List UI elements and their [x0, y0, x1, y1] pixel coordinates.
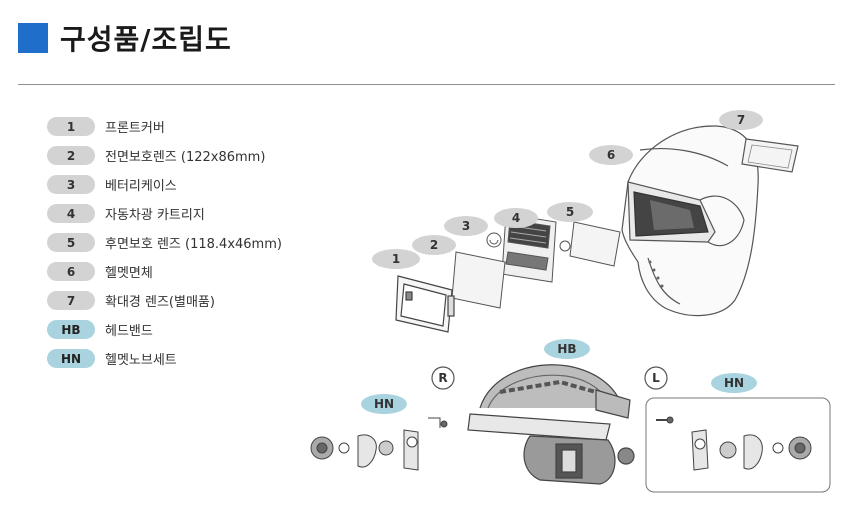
left-side-marker: L [644, 366, 668, 390]
svg-text:2: 2 [430, 238, 438, 252]
callout-6: 6 [589, 145, 633, 165]
callout-hn-left: HN [711, 373, 757, 393]
callout-4: 4 [494, 208, 538, 228]
legend-item: 7 확대경 렌즈(별매품) [47, 286, 282, 315]
callout-2: 2 [412, 235, 456, 255]
svg-text:5: 5 [566, 205, 574, 219]
svg-text:1: 1 [392, 252, 400, 266]
callout-3: 3 [444, 216, 488, 236]
svg-text:3: 3 [462, 219, 470, 233]
legend-item: 5 후면보호 렌즈 (118.4x46mm) [47, 228, 282, 257]
part-number-badge: 6 [47, 262, 95, 281]
part-number-badge: 3 [47, 175, 95, 194]
svg-text:HN: HN [724, 376, 744, 390]
rear-lens [569, 221, 621, 267]
right-side-marker: R [431, 366, 455, 390]
legend-item: 3 베터리케이스 [47, 170, 282, 199]
part-label: 자동차광 카트리지 [105, 208, 205, 223]
page-title: 구성품/조립도 [60, 23, 232, 56]
part-label: 후면보호 렌즈 (118.4x46mm) [105, 237, 282, 252]
part-code-badge: HN [47, 349, 95, 368]
part-number-badge: 5 [47, 233, 95, 252]
knob-set-right [310, 417, 448, 471]
parts-legend: 1 프론트커버 2 전면보호렌즈 (122x86mm) 3 베터리케이스 4 자… [47, 112, 282, 373]
adf-cartridge [501, 213, 557, 283]
title-square-icon [18, 23, 48, 53]
part-label: 프론트커버 [105, 121, 165, 136]
part-number-badge: 4 [47, 204, 95, 223]
svg-text:L: L [652, 371, 660, 385]
part-number-badge: 1 [47, 117, 95, 136]
legend-item: 6 헬멧면체 [47, 257, 282, 286]
headband [467, 364, 635, 485]
callout-5: 5 [547, 202, 593, 222]
front-lens [451, 251, 506, 309]
part-number-badge: 2 [47, 146, 95, 165]
part-number-badge: 7 [47, 291, 95, 310]
magnifier-lens [741, 138, 799, 173]
svg-text:HN: HN [374, 397, 394, 411]
legend-item: HN 헬멧노브세트 [47, 344, 282, 373]
helmet-shell [621, 125, 759, 317]
callout-7: 7 [719, 110, 763, 130]
svg-text:4: 4 [512, 211, 520, 225]
part-label: 헬멧노브세트 [105, 353, 177, 368]
legend-item: 1 프론트커버 [47, 112, 282, 141]
battery-case [486, 232, 502, 248]
header-divider [18, 84, 835, 85]
svg-text:R: R [438, 371, 447, 385]
part-label: 헬멧면체 [105, 266, 153, 281]
front-cover [395, 275, 455, 333]
page-header: 구성품/조립도 [18, 20, 232, 56]
part-code-badge: HB [47, 320, 95, 339]
left-knob-callout-box [645, 397, 831, 493]
svg-text:HB: HB [557, 342, 576, 356]
callout-1: 1 [372, 249, 420, 269]
callout-hn-right: HN [361, 394, 407, 414]
part-label: 확대경 렌즈(별매품) [105, 295, 215, 310]
legend-item: 4 자동차광 카트리지 [47, 199, 282, 228]
knob-set-left [656, 416, 812, 471]
legend-item: 2 전면보호렌즈 (122x86mm) [47, 141, 282, 170]
part-label: 전면보호렌즈 (122x86mm) [105, 150, 266, 165]
callout-hb: HB [544, 339, 590, 359]
part-label: 베터리케이스 [105, 179, 177, 194]
svg-text:6: 6 [607, 148, 615, 162]
part-label: 헤드밴드 [105, 324, 153, 339]
svg-text:7: 7 [737, 113, 745, 127]
legend-item: HB 헤드밴드 [47, 315, 282, 344]
